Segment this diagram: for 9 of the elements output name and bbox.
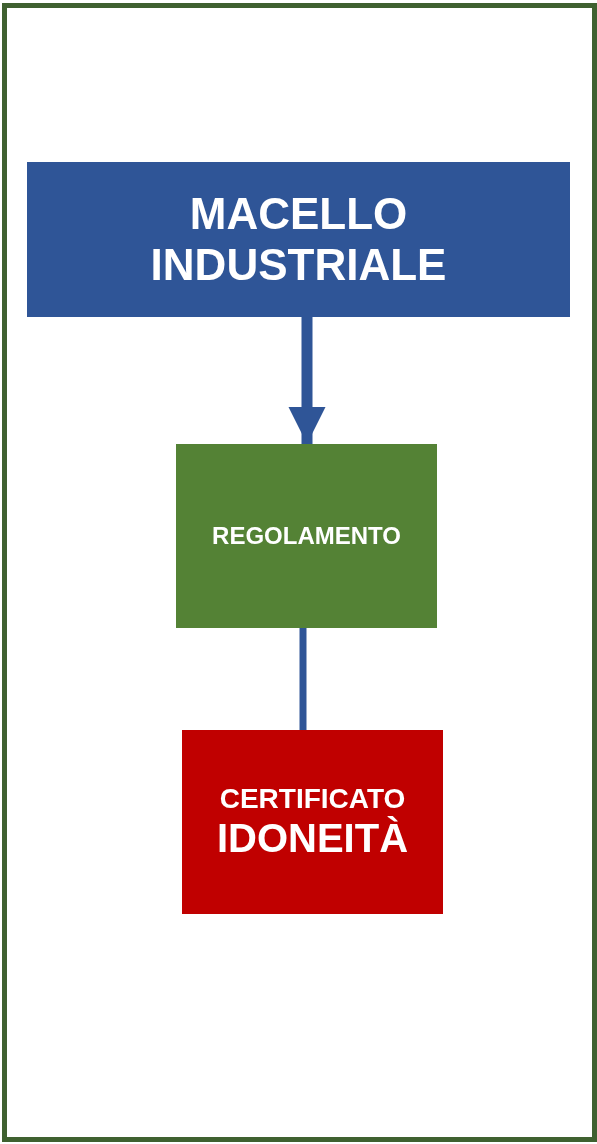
connector-line	[299, 628, 307, 730]
box-label: REGOLAMENTO	[212, 522, 401, 550]
arrow	[288, 317, 326, 444]
box-label: IDONEITÀ	[216, 815, 409, 862]
process-box	[182, 730, 443, 914]
process-box	[176, 444, 437, 628]
process-box	[27, 162, 570, 317]
box-label: CERTIFICATO	[219, 782, 406, 816]
box-label: MACELLO INDUSTRIALE	[149, 188, 448, 291]
